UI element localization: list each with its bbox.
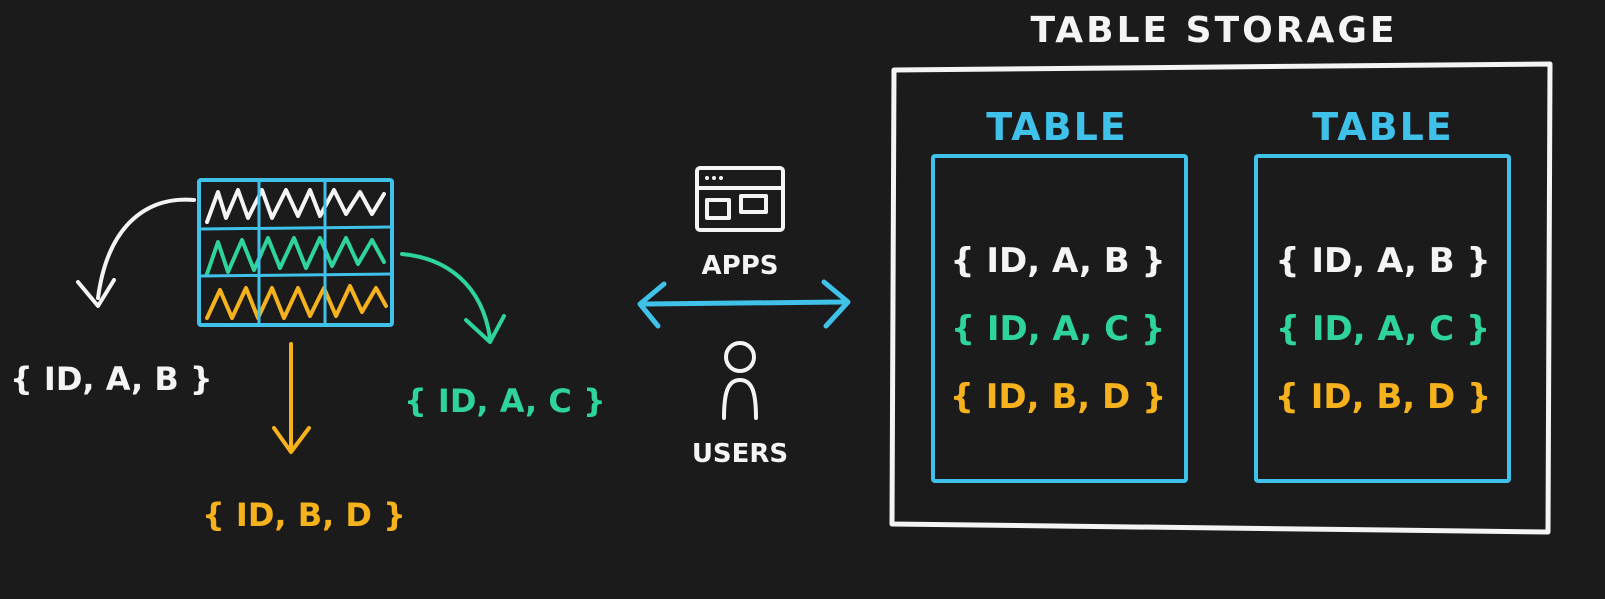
apps-label: APPS	[702, 251, 779, 281]
grid-line	[200, 272, 391, 278]
table-2-label: TABLE	[1312, 105, 1454, 149]
table-2-row: { ID, A, B }	[1275, 241, 1490, 281]
entity-label-orange: { ID, B, D }	[202, 496, 406, 534]
split-arrow-white	[76, 197, 196, 308]
entity-label-green: { ID, A, C }	[404, 382, 606, 420]
split-arrow-orange	[272, 342, 311, 454]
scribble-row-orange	[205, 284, 388, 320]
app-window-icon	[695, 166, 785, 232]
table-1-row: { ID, A, B }	[950, 241, 1165, 281]
entity-label-white: { ID, A, B }	[10, 360, 213, 398]
scribble-row-green	[205, 236, 386, 276]
storage-title: TABLE STORAGE	[1031, 10, 1398, 51]
table-1: TABLE { ID, A, B } { ID, A, C } { ID, B,…	[931, 105, 1188, 483]
table-1-row: { ID, B, D }	[950, 377, 1167, 417]
users-label: USERS	[692, 439, 788, 469]
grid-border	[197, 178, 394, 327]
double-arrow	[637, 279, 851, 329]
table-1-box	[931, 154, 1188, 483]
storage-box	[889, 61, 1553, 535]
scribble-row-white	[205, 188, 386, 224]
table-2-row: { ID, A, C }	[1276, 309, 1490, 349]
table-1-row: { ID, A, C }	[951, 309, 1165, 349]
table-1-label: TABLE	[986, 105, 1128, 149]
table-2-row: { ID, B, D }	[1275, 377, 1492, 417]
grid-line	[200, 225, 391, 231]
table-2: TABLE { ID, A, B } { ID, A, C } { ID, B,…	[1254, 105, 1511, 483]
source-table	[197, 178, 394, 327]
table-2-box	[1254, 154, 1511, 483]
split-arrow-green	[400, 252, 506, 344]
user-icon	[722, 341, 758, 420]
